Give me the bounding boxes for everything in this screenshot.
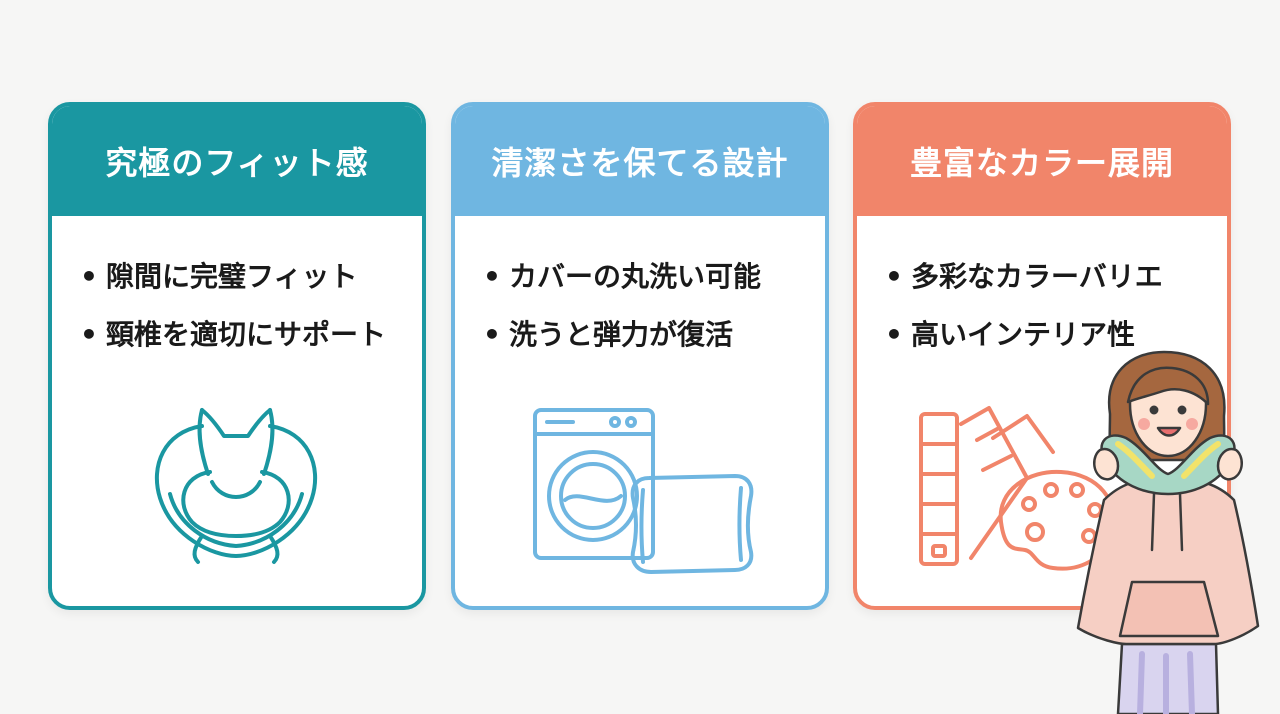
woman-with-neck-pillow-illustration (1076, 350, 1260, 714)
list-item: •多彩なカラーバリエ (885, 260, 1163, 293)
card-title: 豊富なカラー展開 (909, 144, 1174, 182)
feature-card-clean: 清潔さを保てる設計 •カバーの丸洗い可能 •洗うと弾力が復活 (451, 102, 829, 610)
list-item: •隙間に完璧フィット (80, 260, 358, 293)
card-header: 清潔さを保てる設計 (455, 106, 825, 216)
washing-machine-pillow-icon (533, 408, 754, 574)
list-item: •カバーの丸洗い可能 (483, 260, 762, 293)
list-item: •頸椎を適切にサポート (80, 318, 387, 351)
card-title: 究極のフィット感 (105, 144, 369, 182)
list-item: •高いインテリア性 (885, 318, 1136, 351)
card-title: 清潔さを保てる設計 (491, 144, 789, 182)
list-item: •洗うと弾力が復活 (483, 318, 734, 351)
card-header: 豊富なカラー展開 (857, 106, 1227, 216)
feature-list: •カバーの丸洗い可能 •洗うと弾力が復活 (455, 216, 825, 364)
card-header: 究極のフィット感 (52, 106, 422, 216)
neck-pillow-icon (154, 408, 318, 564)
feature-list: •隙間に完璧フィット •頸椎を適切にサポート (52, 216, 422, 364)
color-swatch-palette-icon (919, 406, 1116, 571)
feature-card-fit: 究極のフィット感 •隙間に完璧フィット •頸椎を適切にサポート (48, 102, 426, 610)
feature-list: •多彩なカラーバリエ •高いインテリア性 (857, 216, 1227, 364)
